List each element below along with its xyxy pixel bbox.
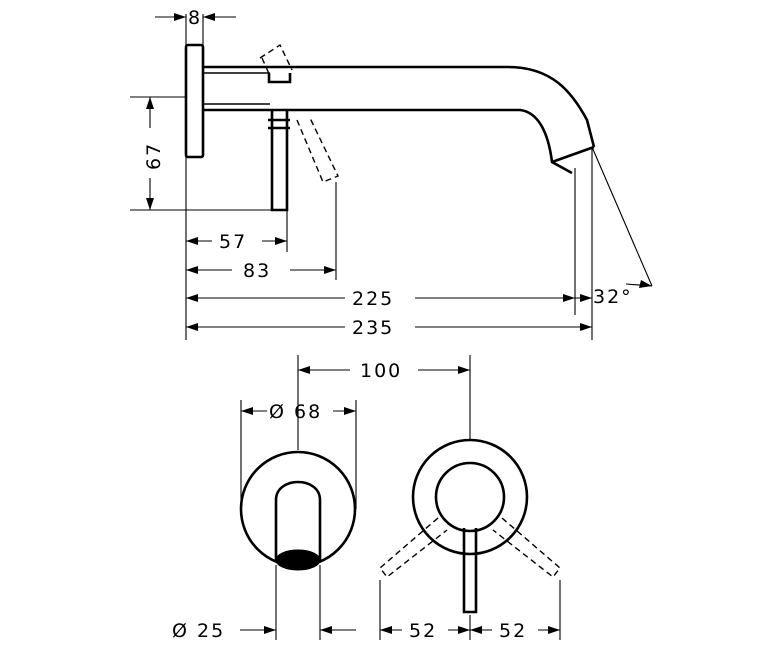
dim-spout-projection: 225 [186,288,575,310]
dim-rosette-diameter: Ø 68 [241,401,356,423]
wall-rosette-side [184,43,205,159]
dim-spout-angle-label: 32° [593,286,633,308]
dim-rosette-thickness-label: 8 [188,7,202,29]
spout-front [274,480,322,560]
mixer-lever-left [379,517,448,578]
dim-outlet-height-label: 67 [143,142,165,170]
front-view-spout [239,355,357,640]
spout-rosette-front [239,450,357,568]
dim-lever-right-label: 52 [499,620,527,642]
dim-rosette-thickness: 8 [155,7,236,29]
mixer-lever-center [462,528,478,614]
dim-handle-offset: 57 [186,231,287,253]
dim-spout-diameter-label: Ø 25 [172,620,225,642]
dim-lever-left-label: 52 [409,620,437,642]
front-view-mixer [379,355,561,640]
mixer-lever-right [492,517,561,578]
mixer-rosette-front [411,438,529,556]
dim-center-distance-label: 100 [360,360,402,382]
dim-spout-angle: 32° [575,280,653,308]
dim-handle-max-label: 83 [243,260,271,282]
side-view [130,14,653,340]
spout-outlet [275,549,321,571]
handle-dashed [259,43,339,183]
mixer-cover [434,461,506,533]
handle-dashed-cap [261,57,271,77]
dim-lever-left: 52 [380,620,470,642]
handle-stem [267,73,292,212]
spout-body [203,65,596,175]
dim-outlet-height: 67 [143,97,165,210]
dim-spout-diameter: Ø 25 [172,620,356,642]
dim-lever-right: 52 [470,620,560,642]
dim-handle-offset-label: 57 [219,231,247,253]
dim-handle-max: 83 [186,260,336,282]
mixer-body [203,72,270,105]
dim-total-projection-label: 235 [352,317,394,339]
dim-spout-projection-label: 225 [352,288,394,310]
dim-total-projection: 235 [186,317,592,339]
dim-rosette-diameter-label: Ø 68 [269,401,322,423]
dim-center-distance: 100 [298,360,470,382]
